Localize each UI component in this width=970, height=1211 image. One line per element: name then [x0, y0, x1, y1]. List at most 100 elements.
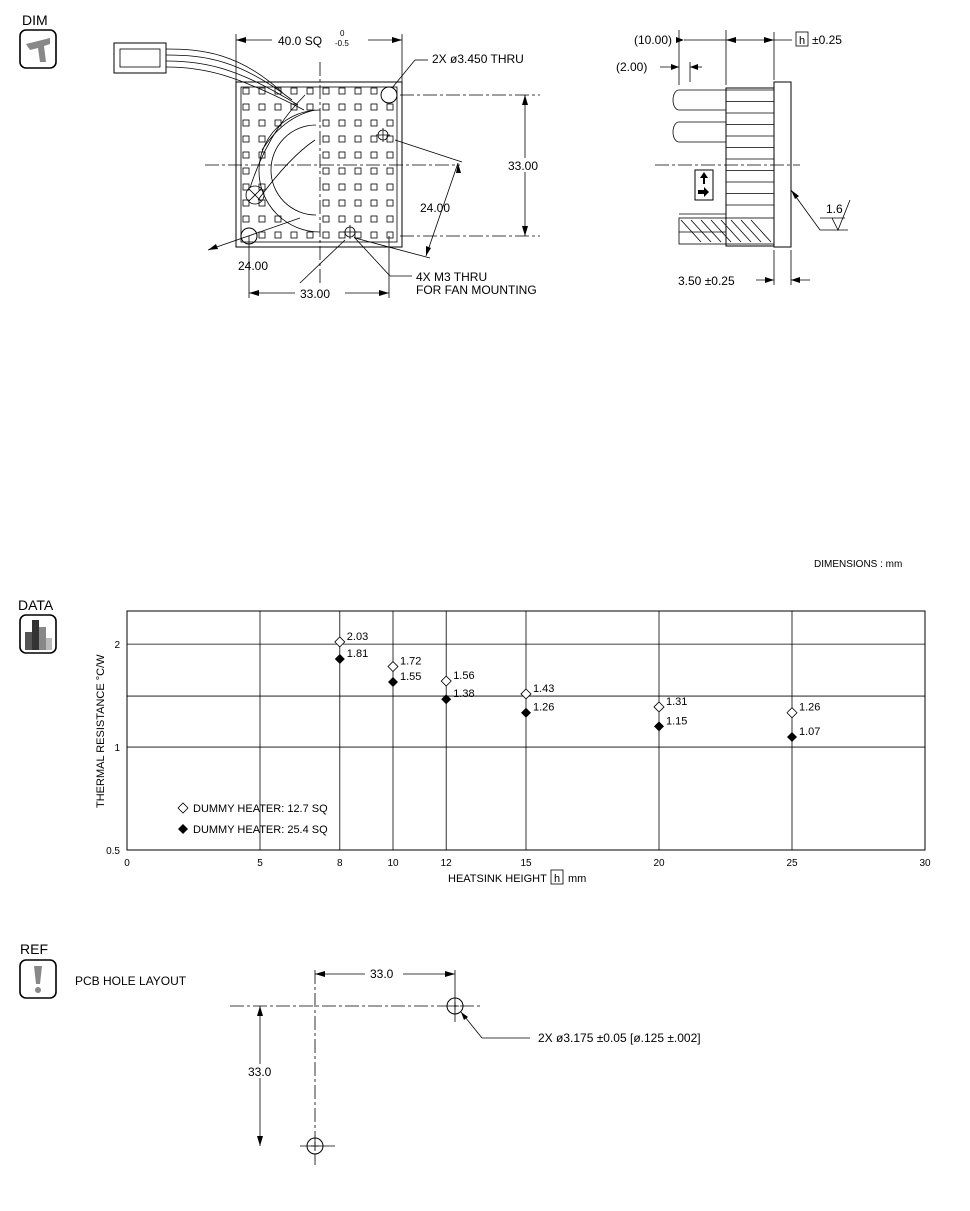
- x-tick-label: 20: [653, 858, 665, 869]
- x-tick-label: 8: [337, 858, 343, 869]
- units-note: DIMENSIONS : mm: [814, 559, 902, 570]
- surface-finish: 1.6: [826, 202, 843, 216]
- pin-fin: [338, 87, 346, 95]
- pin-fin-grid: [242, 87, 394, 239]
- data-label: 1.43: [533, 683, 554, 695]
- exclamation-icon: [19, 959, 57, 999]
- pin-fin: [354, 87, 362, 95]
- diagonal-dimension-right: 24.00: [420, 201, 450, 215]
- filled-diamond-point: [441, 694, 452, 705]
- pin-fin: [338, 199, 346, 207]
- x-tick-label: 12: [441, 858, 453, 869]
- pin-fin: [354, 215, 362, 223]
- data-section-label: DATA: [18, 597, 54, 613]
- pin-fin: [370, 87, 378, 95]
- data-label: 1.38: [453, 688, 474, 700]
- pin-fin: [306, 87, 314, 95]
- hole-spacing-horizontal: 33.00: [300, 287, 330, 301]
- pin-fin: [258, 119, 266, 127]
- pin-fin: [338, 119, 346, 127]
- pin-fin: [290, 231, 298, 239]
- y-tick-label: 1: [114, 743, 120, 754]
- pin-fin: [242, 183, 250, 191]
- pin-fin: [370, 135, 378, 143]
- open-diamond-point: [786, 707, 798, 719]
- pin-fin: [354, 103, 362, 111]
- data-label: 1.56: [453, 670, 474, 682]
- y-tick-label: 2: [114, 640, 120, 651]
- dim-section-label: DIM: [22, 12, 48, 28]
- pin-fin: [306, 231, 314, 239]
- pin-fin: [322, 199, 330, 207]
- pin-fin: [322, 87, 330, 95]
- pin-fin: [338, 167, 346, 175]
- pin-fin: [322, 231, 330, 239]
- x-tick-label: 15: [520, 858, 532, 869]
- side-dim-2: (2.00): [616, 60, 647, 74]
- x-axis-label-box: h: [554, 873, 560, 885]
- pin-fin: [322, 103, 330, 111]
- open-diamond-point: [334, 636, 346, 648]
- pin-fin: [370, 231, 378, 239]
- ref-section: REF PCB HOLE LAYOUT 33.0 33.0: [19, 941, 701, 1165]
- pcb-hole: [446, 997, 464, 1015]
- y-tick-label: 0.5: [106, 846, 120, 857]
- pin-fin: [370, 199, 378, 207]
- x-tick-label: 10: [387, 858, 399, 869]
- x-tick-label: 5: [257, 858, 263, 869]
- pin-fin: [370, 151, 378, 159]
- fan-hole-callout-line2: FOR FAN MOUNTING: [416, 283, 537, 297]
- pin-fin: [322, 151, 330, 159]
- x-axis-label-text: HEATSINK HEIGHT: [448, 873, 547, 885]
- data-label: 2.03: [347, 631, 368, 643]
- filled-diamond-point: [521, 707, 531, 718]
- mounting-hole: [380, 86, 398, 104]
- base-thickness: 3.50 ±0.25: [678, 274, 735, 288]
- ref-section-label: REF: [20, 941, 48, 957]
- legend-series-1: DUMMY HEATER: 12.7 SQ: [193, 803, 328, 815]
- data-label: 1.81: [347, 648, 368, 660]
- h-box-label: h: [799, 35, 805, 47]
- open-diamond-point: [440, 675, 452, 687]
- pin-fin: [386, 199, 394, 207]
- pin-fin: [338, 231, 346, 239]
- pin-fin: [386, 103, 394, 111]
- legend-series-2: DUMMY HEATER: 25.4 SQ: [193, 824, 328, 836]
- pcb-spacing-horizontal: 33.0: [370, 967, 394, 981]
- pin-fin: [338, 103, 346, 111]
- data-label: 1.15: [666, 715, 687, 727]
- y-axis-label: THERMAL RESISTANCE °C/W: [95, 654, 107, 808]
- pcb-layout-title: PCB HOLE LAYOUT: [75, 974, 187, 988]
- open-diamond-point: [520, 688, 532, 700]
- filled-diamond-point: [654, 721, 664, 732]
- pin-fin: [386, 167, 394, 175]
- pcb-hole: [306, 1137, 324, 1155]
- pin-fin: [258, 215, 266, 223]
- pin-fin: [386, 215, 394, 223]
- pin-fin: [354, 199, 362, 207]
- pin-fin: [242, 167, 250, 175]
- data-label: 1.55: [400, 671, 421, 683]
- pin-fin: [242, 199, 250, 207]
- open-diamond-point: [653, 701, 665, 713]
- data-label: 1.26: [799, 702, 820, 714]
- tolerance-lower: -0.5: [335, 39, 349, 48]
- data-label: 1.07: [799, 726, 820, 738]
- caliper-icon: [19, 29, 57, 69]
- chart-legend: DUMMY HEATER: 12.7 SQ DUMMY HEATER: 25.4…: [177, 802, 328, 836]
- pin-fin: [354, 119, 362, 127]
- data-label: 1.26: [533, 702, 554, 714]
- width-dimension: 40.0 SQ: [278, 34, 322, 48]
- pin-fin: [370, 167, 378, 175]
- h-tolerance: ±0.25: [812, 33, 842, 47]
- pin-fin: [354, 231, 362, 239]
- pin-fin: [274, 103, 282, 111]
- pin-fin: [338, 215, 346, 223]
- legend-marker-filled: [178, 824, 188, 834]
- x-axis-label: HEATSINK HEIGHT h mm: [448, 869, 586, 885]
- pin-fin: [354, 151, 362, 159]
- pin-fin: [242, 103, 250, 111]
- pin-fin: [338, 135, 346, 143]
- pin-fin: [386, 135, 394, 143]
